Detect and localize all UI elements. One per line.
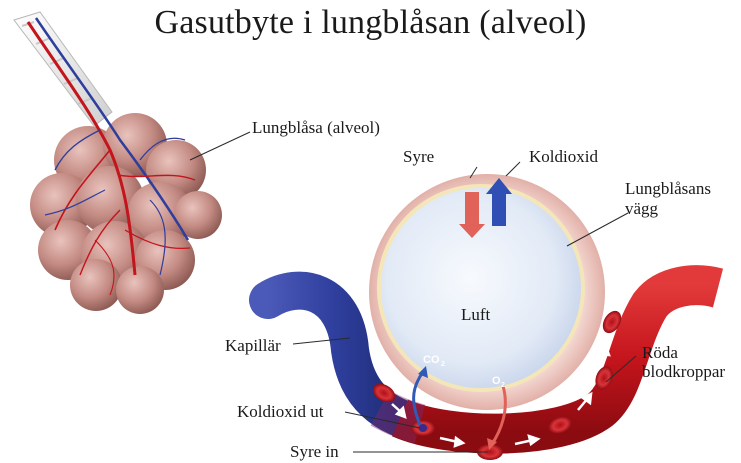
o2-subscript: 2	[501, 382, 505, 389]
label-wall-line2: vägg	[625, 199, 658, 219]
co2-subscript: 2	[441, 361, 445, 368]
label-syre-in: Syre in	[290, 442, 339, 462]
label-roda-line1: Röda	[642, 343, 678, 363]
label-syre: Syre	[403, 147, 434, 167]
label-koldioxid-ut: Koldioxid ut	[237, 402, 323, 422]
co2-formula: CO	[423, 354, 440, 366]
alveolar-cluster	[14, 12, 222, 314]
label-alveol: Lungblåsa (alveol)	[252, 118, 380, 138]
o2-formula: O	[492, 375, 501, 387]
label-koldioxid: Koldioxid	[529, 147, 598, 167]
label-kapillar: Kapillär	[225, 336, 281, 356]
label-roda-line2: blodkroppar	[642, 362, 725, 382]
alveolus	[369, 174, 605, 410]
label-luft: Luft	[461, 305, 490, 325]
label-wall-line1: Lungblåsans	[625, 179, 711, 199]
